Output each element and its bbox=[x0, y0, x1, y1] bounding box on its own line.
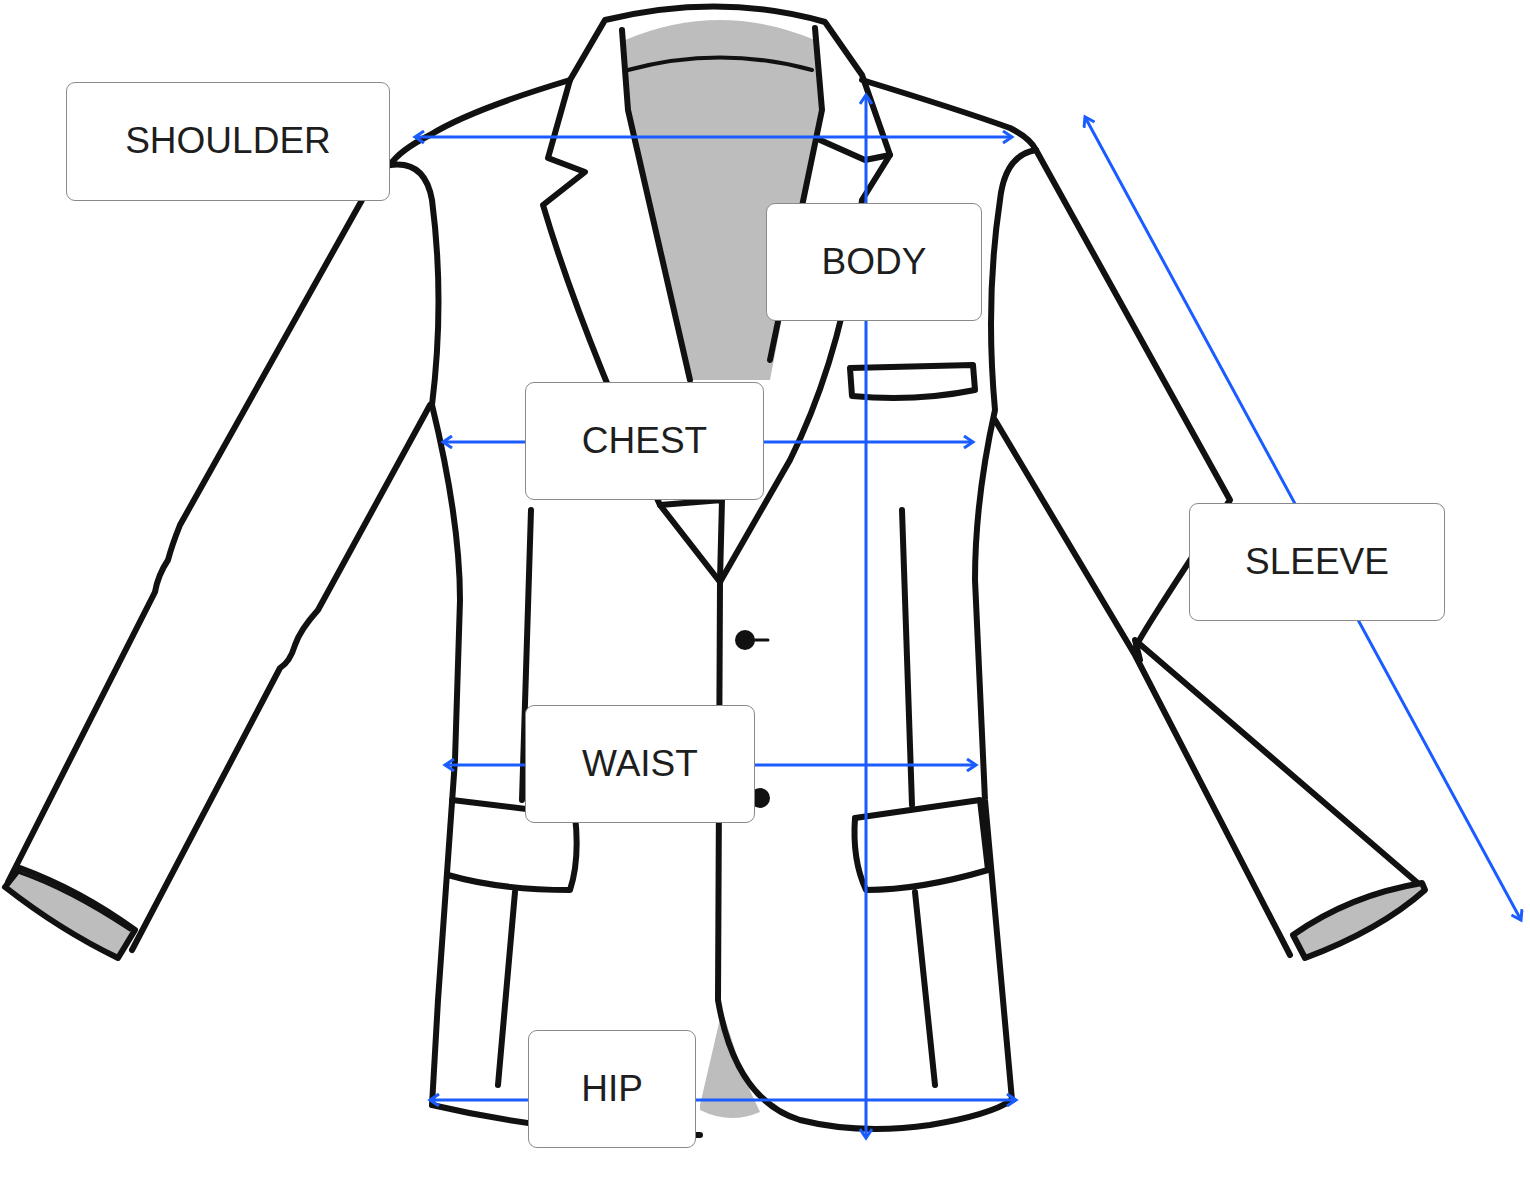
measure-label: BODY bbox=[822, 242, 927, 283]
measure-label: SHOULDER bbox=[125, 121, 331, 162]
label-box: WAIST bbox=[525, 705, 755, 823]
label-box: HIP bbox=[528, 1030, 696, 1148]
label-box: SLEEVE bbox=[1189, 503, 1445, 621]
label-box: CHEST bbox=[525, 382, 764, 500]
measure-arrows bbox=[415, 95, 1521, 1138]
label-box: BODY bbox=[766, 203, 982, 321]
measure-label: HIP bbox=[581, 1069, 643, 1110]
measure-label: SLEEVE bbox=[1245, 542, 1389, 583]
measure-label: CHEST bbox=[582, 421, 707, 462]
measure-label: WAIST bbox=[582, 744, 698, 785]
label-box: SHOULDER bbox=[66, 82, 390, 201]
